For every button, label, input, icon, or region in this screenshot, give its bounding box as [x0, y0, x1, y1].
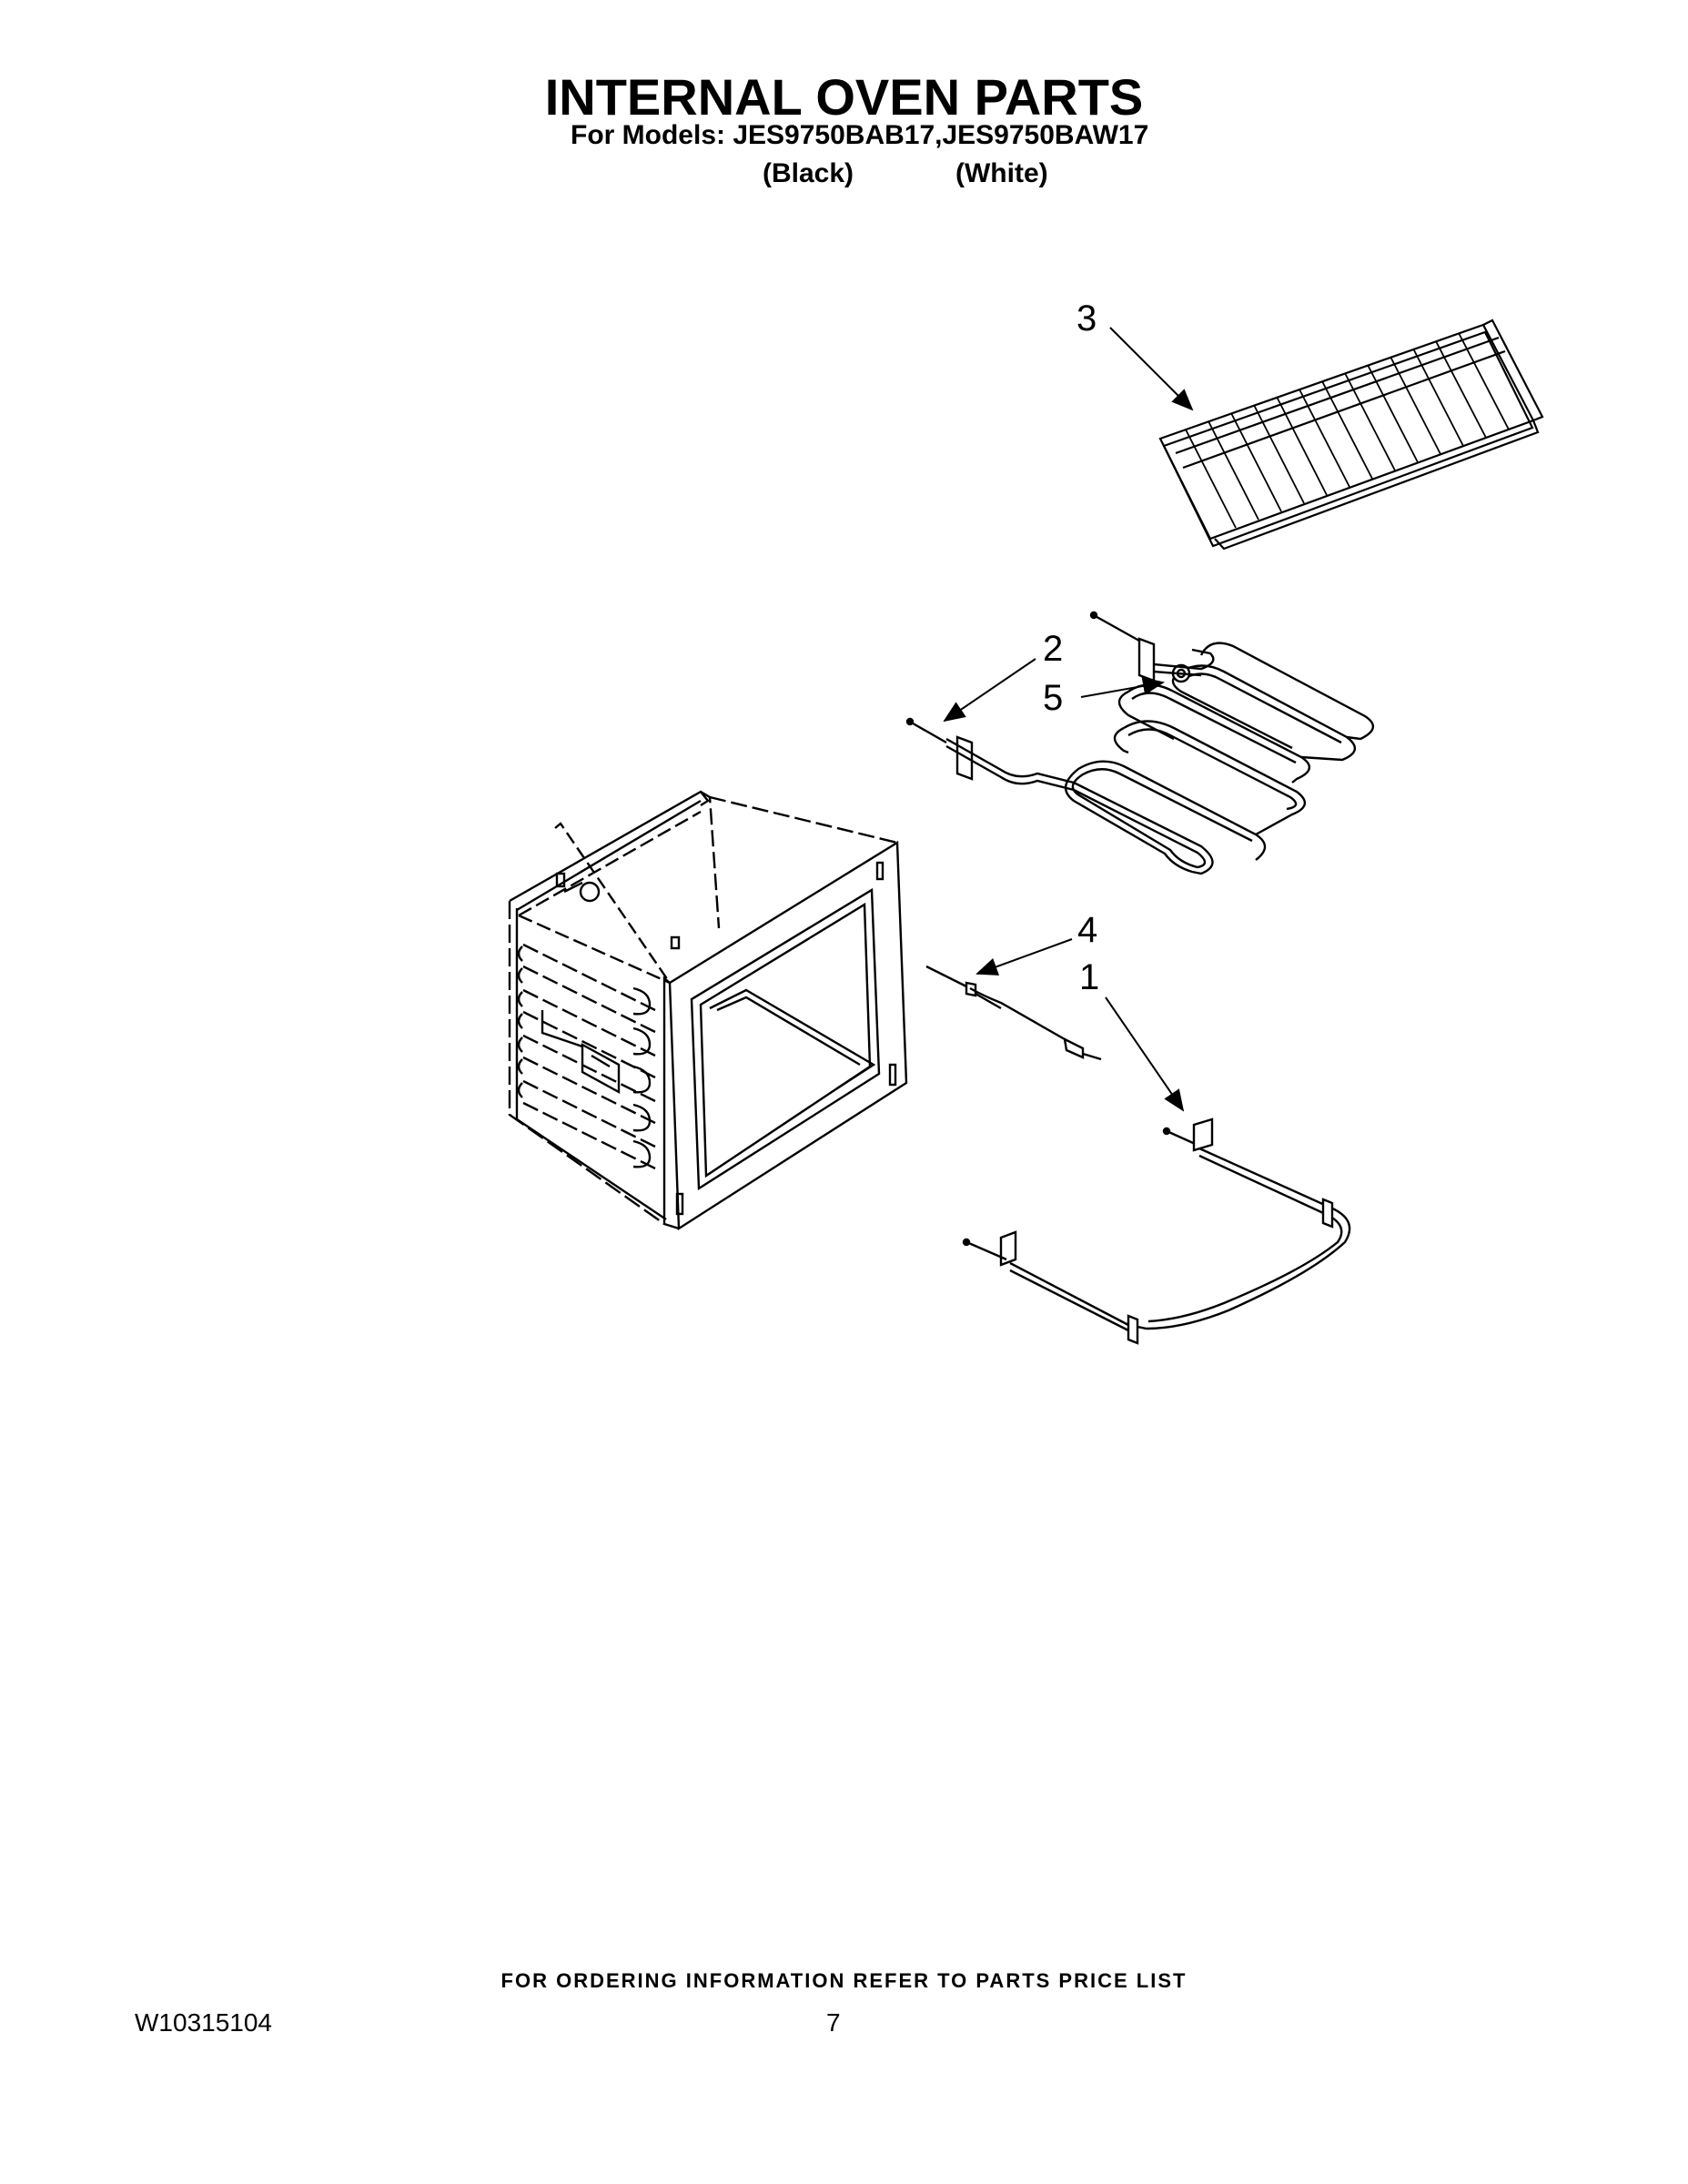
callout-4: 4 — [975, 910, 1097, 976]
callout-3: 3 — [1076, 298, 1194, 411]
ordering-information-note: FOR ORDERING INFORMATION REFER TO PARTS … — [500, 1969, 1188, 1992]
svg-text:1: 1 — [1079, 957, 1099, 997]
oven-rack — [1158, 318, 1544, 551]
variant-black-label: (Black) — [763, 158, 854, 188]
callout-5: 5 — [1043, 677, 1165, 718]
page-number: 7 — [826, 2008, 841, 2037]
svg-text:3: 3 — [1076, 298, 1097, 339]
document-id: W10315104 — [135, 2008, 273, 2037]
broil-element — [905, 611, 1374, 875]
variant-white-label: (White) — [955, 158, 1048, 188]
svg-text:4: 4 — [1077, 910, 1097, 950]
bake-element — [962, 1117, 1351, 1345]
page-title: INTERNAL OVEN PARTS — [544, 68, 1144, 126]
callout-1: 1 — [1079, 957, 1185, 1112]
oven-temperature-sensor — [925, 965, 1102, 1061]
oven-cavity — [508, 790, 908, 1231]
models-line: For Models: JES9750BAB17,JES9750BAW17 — [571, 120, 1149, 150]
svg-text:2: 2 — [1043, 629, 1063, 669]
svg-text:5: 5 — [1043, 678, 1063, 718]
callout-2: 2 — [943, 629, 1063, 723]
